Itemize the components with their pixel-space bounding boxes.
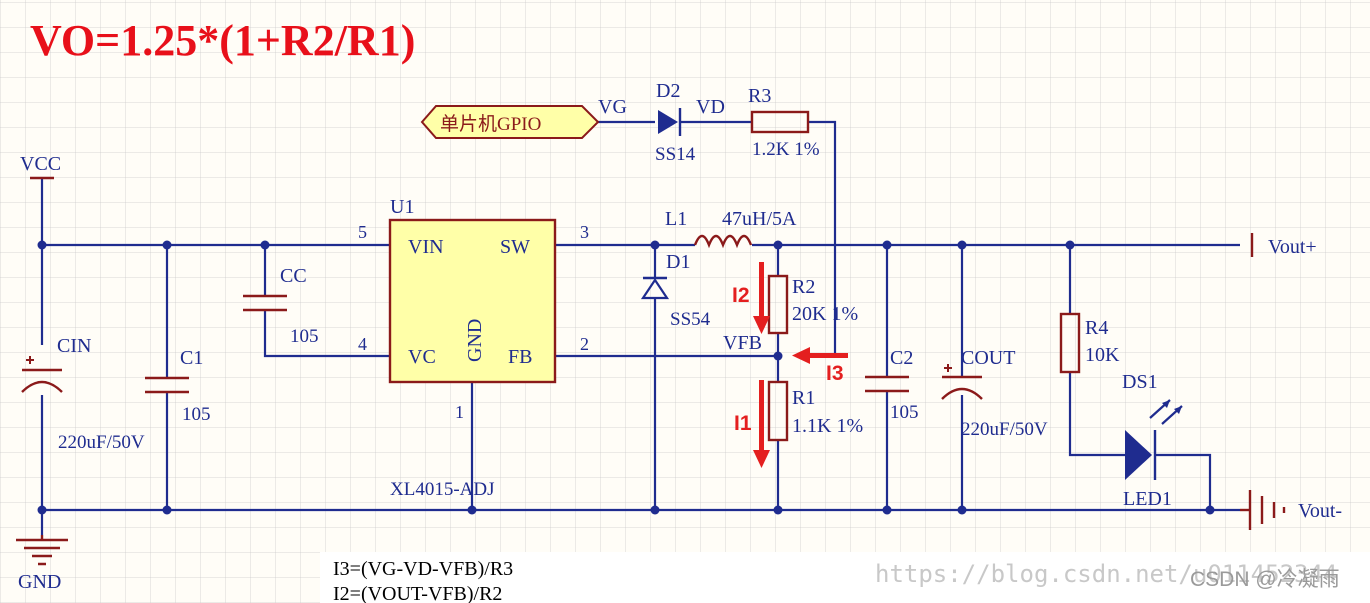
vg-label: VG: [598, 96, 627, 118]
vfb-label: VFB: [723, 332, 762, 354]
i1-label: I1: [734, 412, 752, 435]
u1-pin-number-fb: 2: [580, 334, 589, 354]
cin-value: 220uF/50V: [58, 432, 145, 453]
d2-ref: D2: [656, 80, 680, 102]
u1-pin-vin: VIN: [408, 236, 444, 258]
vcc-symbol: VCC: [20, 153, 61, 180]
d1-value: SS54: [670, 309, 711, 330]
current-annotations: I2 I1 I3: [732, 262, 848, 468]
r1-ref: R1: [792, 387, 815, 409]
c2-ref: C2: [890, 347, 913, 369]
r2-value: 20K 1%: [792, 303, 858, 325]
ds1-value: LED1: [1123, 488, 1172, 510]
r4-resistor: R4 10K: [1059, 312, 1120, 374]
u1-pin-fb: FB: [508, 346, 532, 368]
i3-label: I3: [826, 362, 844, 385]
formula-title: VO=1.25*(1+R2/R1): [30, 16, 415, 65]
cin-ref: CIN: [57, 335, 91, 357]
vd-label: VD: [696, 96, 725, 118]
vout-neg-label: Vout-: [1298, 500, 1342, 522]
c2-value: 105: [890, 402, 919, 423]
ds1-ref: DS1: [1122, 371, 1158, 393]
r2-resistor: R2 20K 1% VFB: [723, 274, 858, 354]
gnd-label: GND: [18, 571, 61, 593]
u1-ic: U1 VIN SW VC FB GND 5 3 4 2 1 XL4015-ADJ: [358, 196, 589, 500]
l1-inductor: L1 47uH/5A: [665, 208, 797, 249]
r3-resistor: R3 1.2K 1%: [748, 85, 820, 160]
vout-pos-label: Vout+: [1268, 236, 1317, 258]
equation-i2: I2=(VOUT-VFB)/R2: [333, 583, 502, 603]
r2-ref: R2: [792, 276, 815, 298]
u1-pin-number-gnd: 1: [455, 402, 464, 422]
c2-capacitor: C2 105: [865, 347, 919, 423]
l1-value: 47uH/5A: [722, 208, 797, 230]
gpio-port: 单片机GPIO VG: [420, 96, 627, 139]
vout-pos-port: Vout+: [1250, 233, 1317, 258]
u1-pin-number-vc: 4: [358, 334, 367, 354]
r3-ref: R3: [748, 85, 771, 107]
cout-value: 220uF/50V: [961, 419, 1048, 440]
l1-ref: L1: [665, 208, 687, 230]
c1-capacitor: C1 105: [145, 347, 211, 425]
r3-value: 1.2K 1%: [752, 139, 820, 160]
u1-pin-number-sw: 3: [580, 222, 589, 242]
u1-part: XL4015-ADJ: [390, 479, 495, 500]
cc-ref: CC: [280, 265, 307, 287]
cin-capacitor: CIN 220uF/50V: [21, 335, 145, 453]
r4-ref: R4: [1085, 317, 1108, 339]
cc-capacitor: CC 105: [243, 265, 319, 347]
watermark-brand: CSDN @冷凝雨: [1190, 568, 1340, 591]
watermark-url: https://blog.csdn.net/u011452344: [875, 560, 1337, 588]
vout-neg-port: Vout-: [1240, 490, 1342, 530]
r1-value: 1.1K 1%: [792, 415, 863, 437]
d1-diode: D1 SS54: [640, 251, 711, 330]
u1-pin-vc: VC: [408, 346, 436, 368]
c1-value: 105: [182, 404, 211, 425]
u1-pin-sw: SW: [500, 236, 530, 258]
d2-value: SS14: [655, 144, 696, 165]
gpio-label: 单片机GPIO: [440, 113, 541, 135]
c1-ref: C1: [180, 347, 203, 369]
junctions: [37, 240, 1215, 515]
wires: [40, 120, 1240, 535]
r1-resistor: R1 1.1K 1%: [767, 380, 863, 442]
i2-label: I2: [732, 284, 750, 307]
cc-value: 105: [290, 326, 319, 347]
cout-ref: COUT: [961, 347, 1015, 369]
r4-value: 10K: [1085, 344, 1120, 366]
equation-i3: I3=(VG-VD-VFB)/R3: [333, 558, 513, 580]
vcc-label: VCC: [20, 153, 61, 175]
equation-panel: [320, 552, 1370, 603]
d1-ref: D1: [666, 251, 690, 273]
ds1-led: DS1 LED1: [1122, 371, 1183, 510]
d2-diode: D2 VD SS14: [655, 80, 725, 165]
u1-pin-number-vin: 5: [358, 222, 367, 242]
u1-pin-gnd: GND: [464, 319, 486, 362]
cout-capacitor: COUT 220uF/50V: [941, 347, 1048, 440]
gnd-symbol: GND: [16, 535, 68, 593]
u1-ref: U1: [390, 196, 414, 218]
